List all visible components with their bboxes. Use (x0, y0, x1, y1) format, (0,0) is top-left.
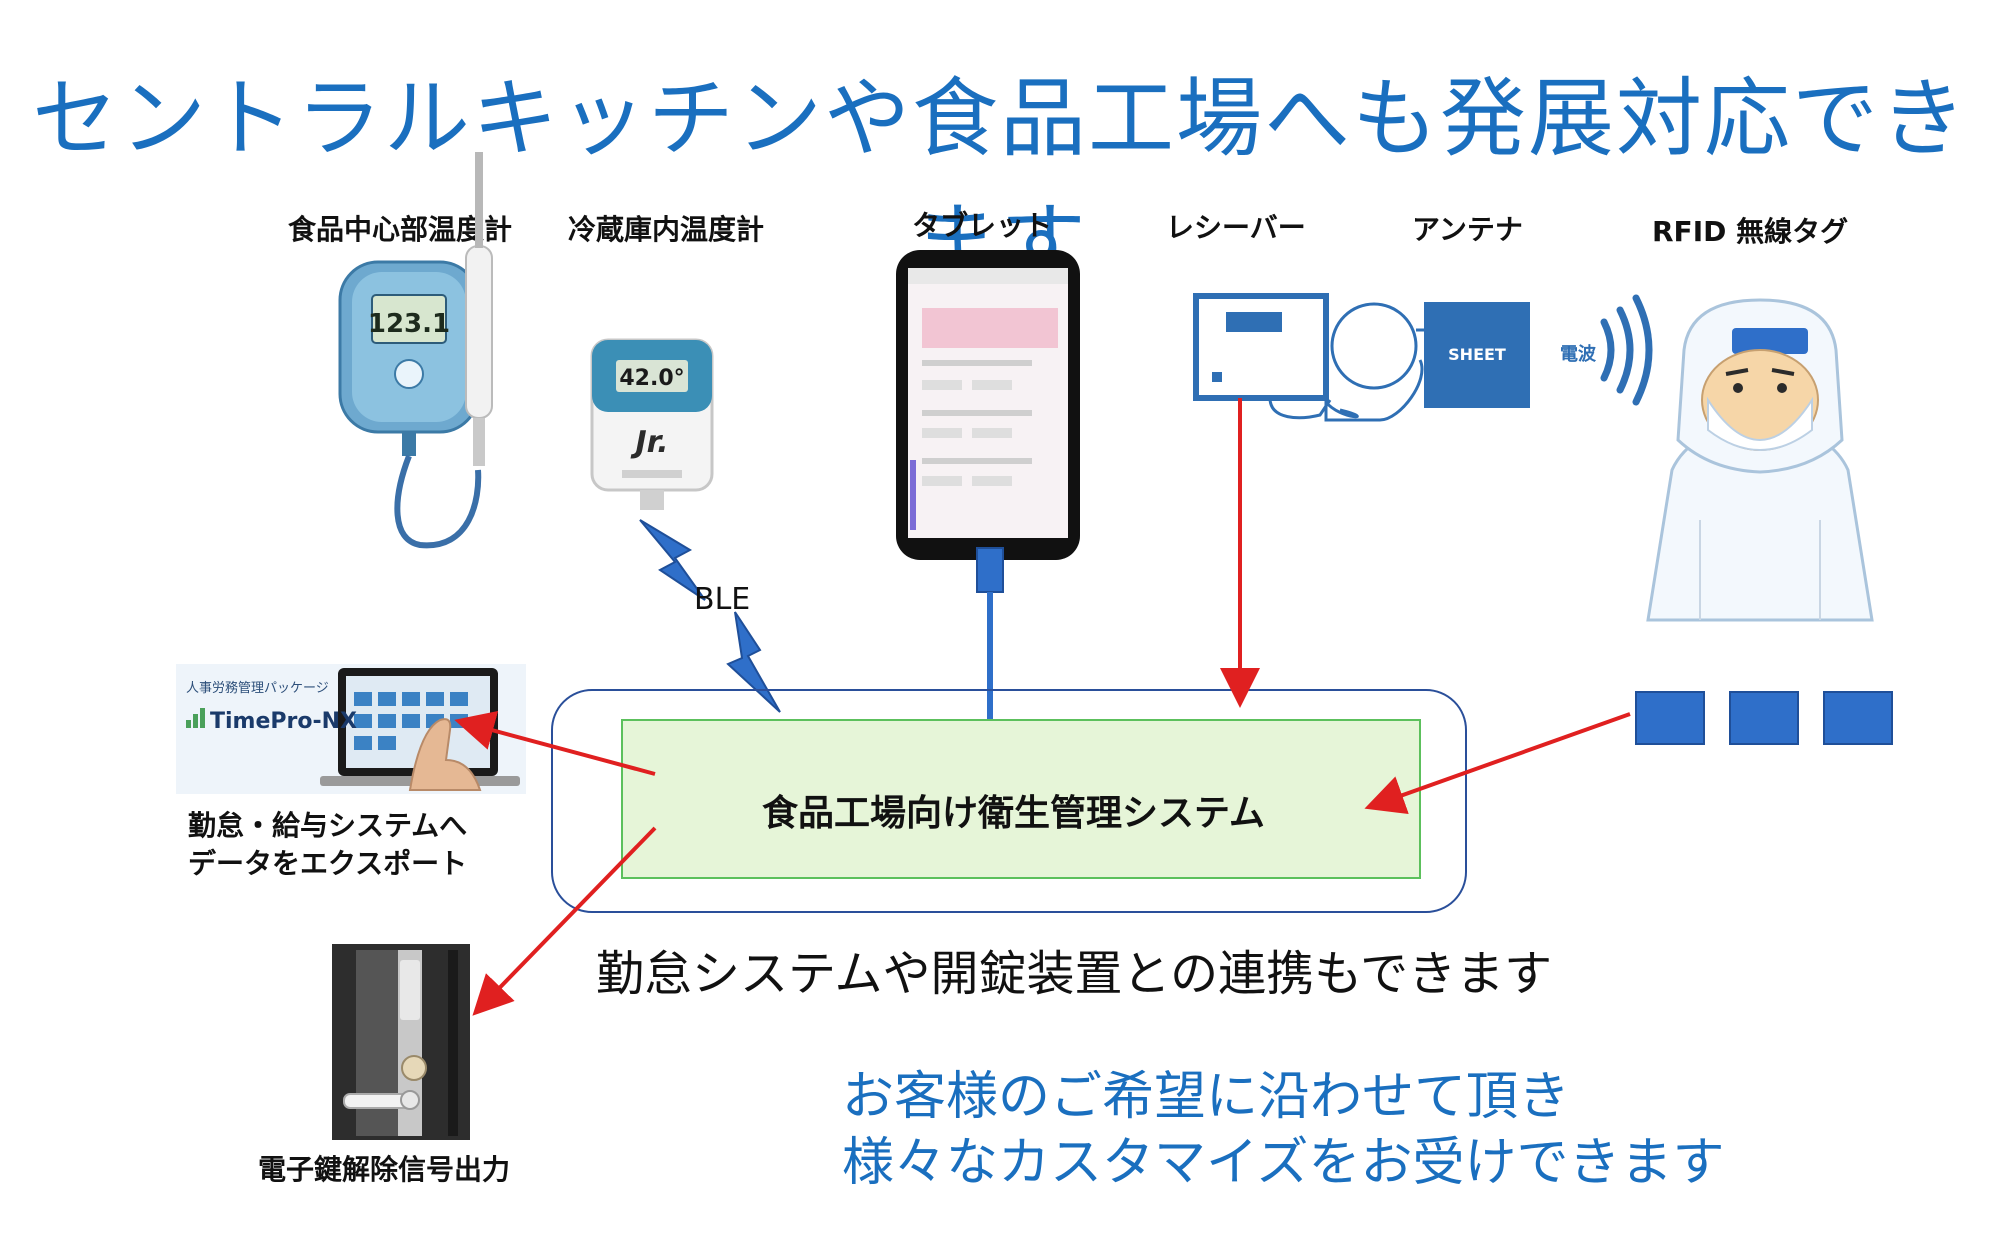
ble-bolt-icon-lower (726, 611, 781, 713)
label-rfid-tag: RFID 無線タグ (1652, 215, 1849, 248)
label-fridge-thermometer: 冷蔵庫内温度計 (568, 213, 765, 246)
food-thermometer-icon: 123.1 (338, 152, 493, 549)
timepro-logo: TimePro-NX (210, 709, 357, 734)
worker-icon (1646, 298, 1874, 622)
timepro-header: 人事労務管理パッケージ (186, 681, 329, 696)
export-label-line1: 勤怠・給与システムへ (188, 809, 468, 842)
integration-subtitle: 勤怠システムや開錠装置との連携もできます (596, 946, 1553, 1002)
central-system-box (621, 719, 1421, 879)
page-title: セントラルキッチンや食品工場へも発展対応できます (32, 69, 1968, 294)
label-antenna: アンテナ (1412, 213, 1523, 246)
rfid-tag-square-3 (1823, 691, 1893, 745)
door-lock-icon (332, 944, 470, 1140)
fridge-logger-icon: 42.0° Jr. (590, 338, 714, 510)
customization-note-line1: お客様のご希望に沿わせて頂き (842, 1067, 1571, 1127)
antenna-icon: SHEET (1424, 302, 1530, 408)
ble-bolt-icon-upper (639, 519, 706, 601)
tablet-icon (896, 250, 1080, 560)
antenna-cable-loop (1330, 302, 1418, 390)
thermometer-display: 123.1 (368, 309, 450, 339)
label-receiver: レシーバー (1166, 211, 1306, 244)
radio-wave-icon (1600, 294, 1653, 406)
export-label-line2: データをエクスポート (188, 847, 468, 880)
timepro-laptop-icon: 人事労務管理パッケージ TimePro-NX (176, 664, 526, 794)
arrow-rfid-to-system (1364, 712, 1631, 815)
outer-system-frame (551, 689, 1467, 913)
antenna-sheet-label: SHEET (1448, 345, 1506, 364)
receiver-icon (1193, 293, 1329, 401)
svg-text:Jr.: Jr. (630, 425, 668, 460)
rfid-tag-square-1 (1635, 691, 1705, 745)
radio-wave-label: 電波 (1560, 343, 1597, 365)
central-system-label: 食品工場向け衛生管理システム (762, 793, 1265, 834)
rfid-tag-square-2 (1729, 691, 1799, 745)
arrow-system-to-lock (472, 826, 657, 1016)
lock-label: 電子鍵解除信号出力 (258, 1153, 511, 1186)
customization-note-line2: 様々なカスタマイズをお受けできます (842, 1133, 1725, 1193)
tablet-connector (976, 547, 1004, 593)
ble-label: BLE (694, 582, 751, 617)
label-tablet: タブレット (912, 209, 1053, 242)
label-food-thermometer: 食品中心部温度計 (288, 213, 513, 246)
logger-display: 42.0° (619, 366, 684, 391)
arrow-system-to-timepro (454, 711, 656, 776)
